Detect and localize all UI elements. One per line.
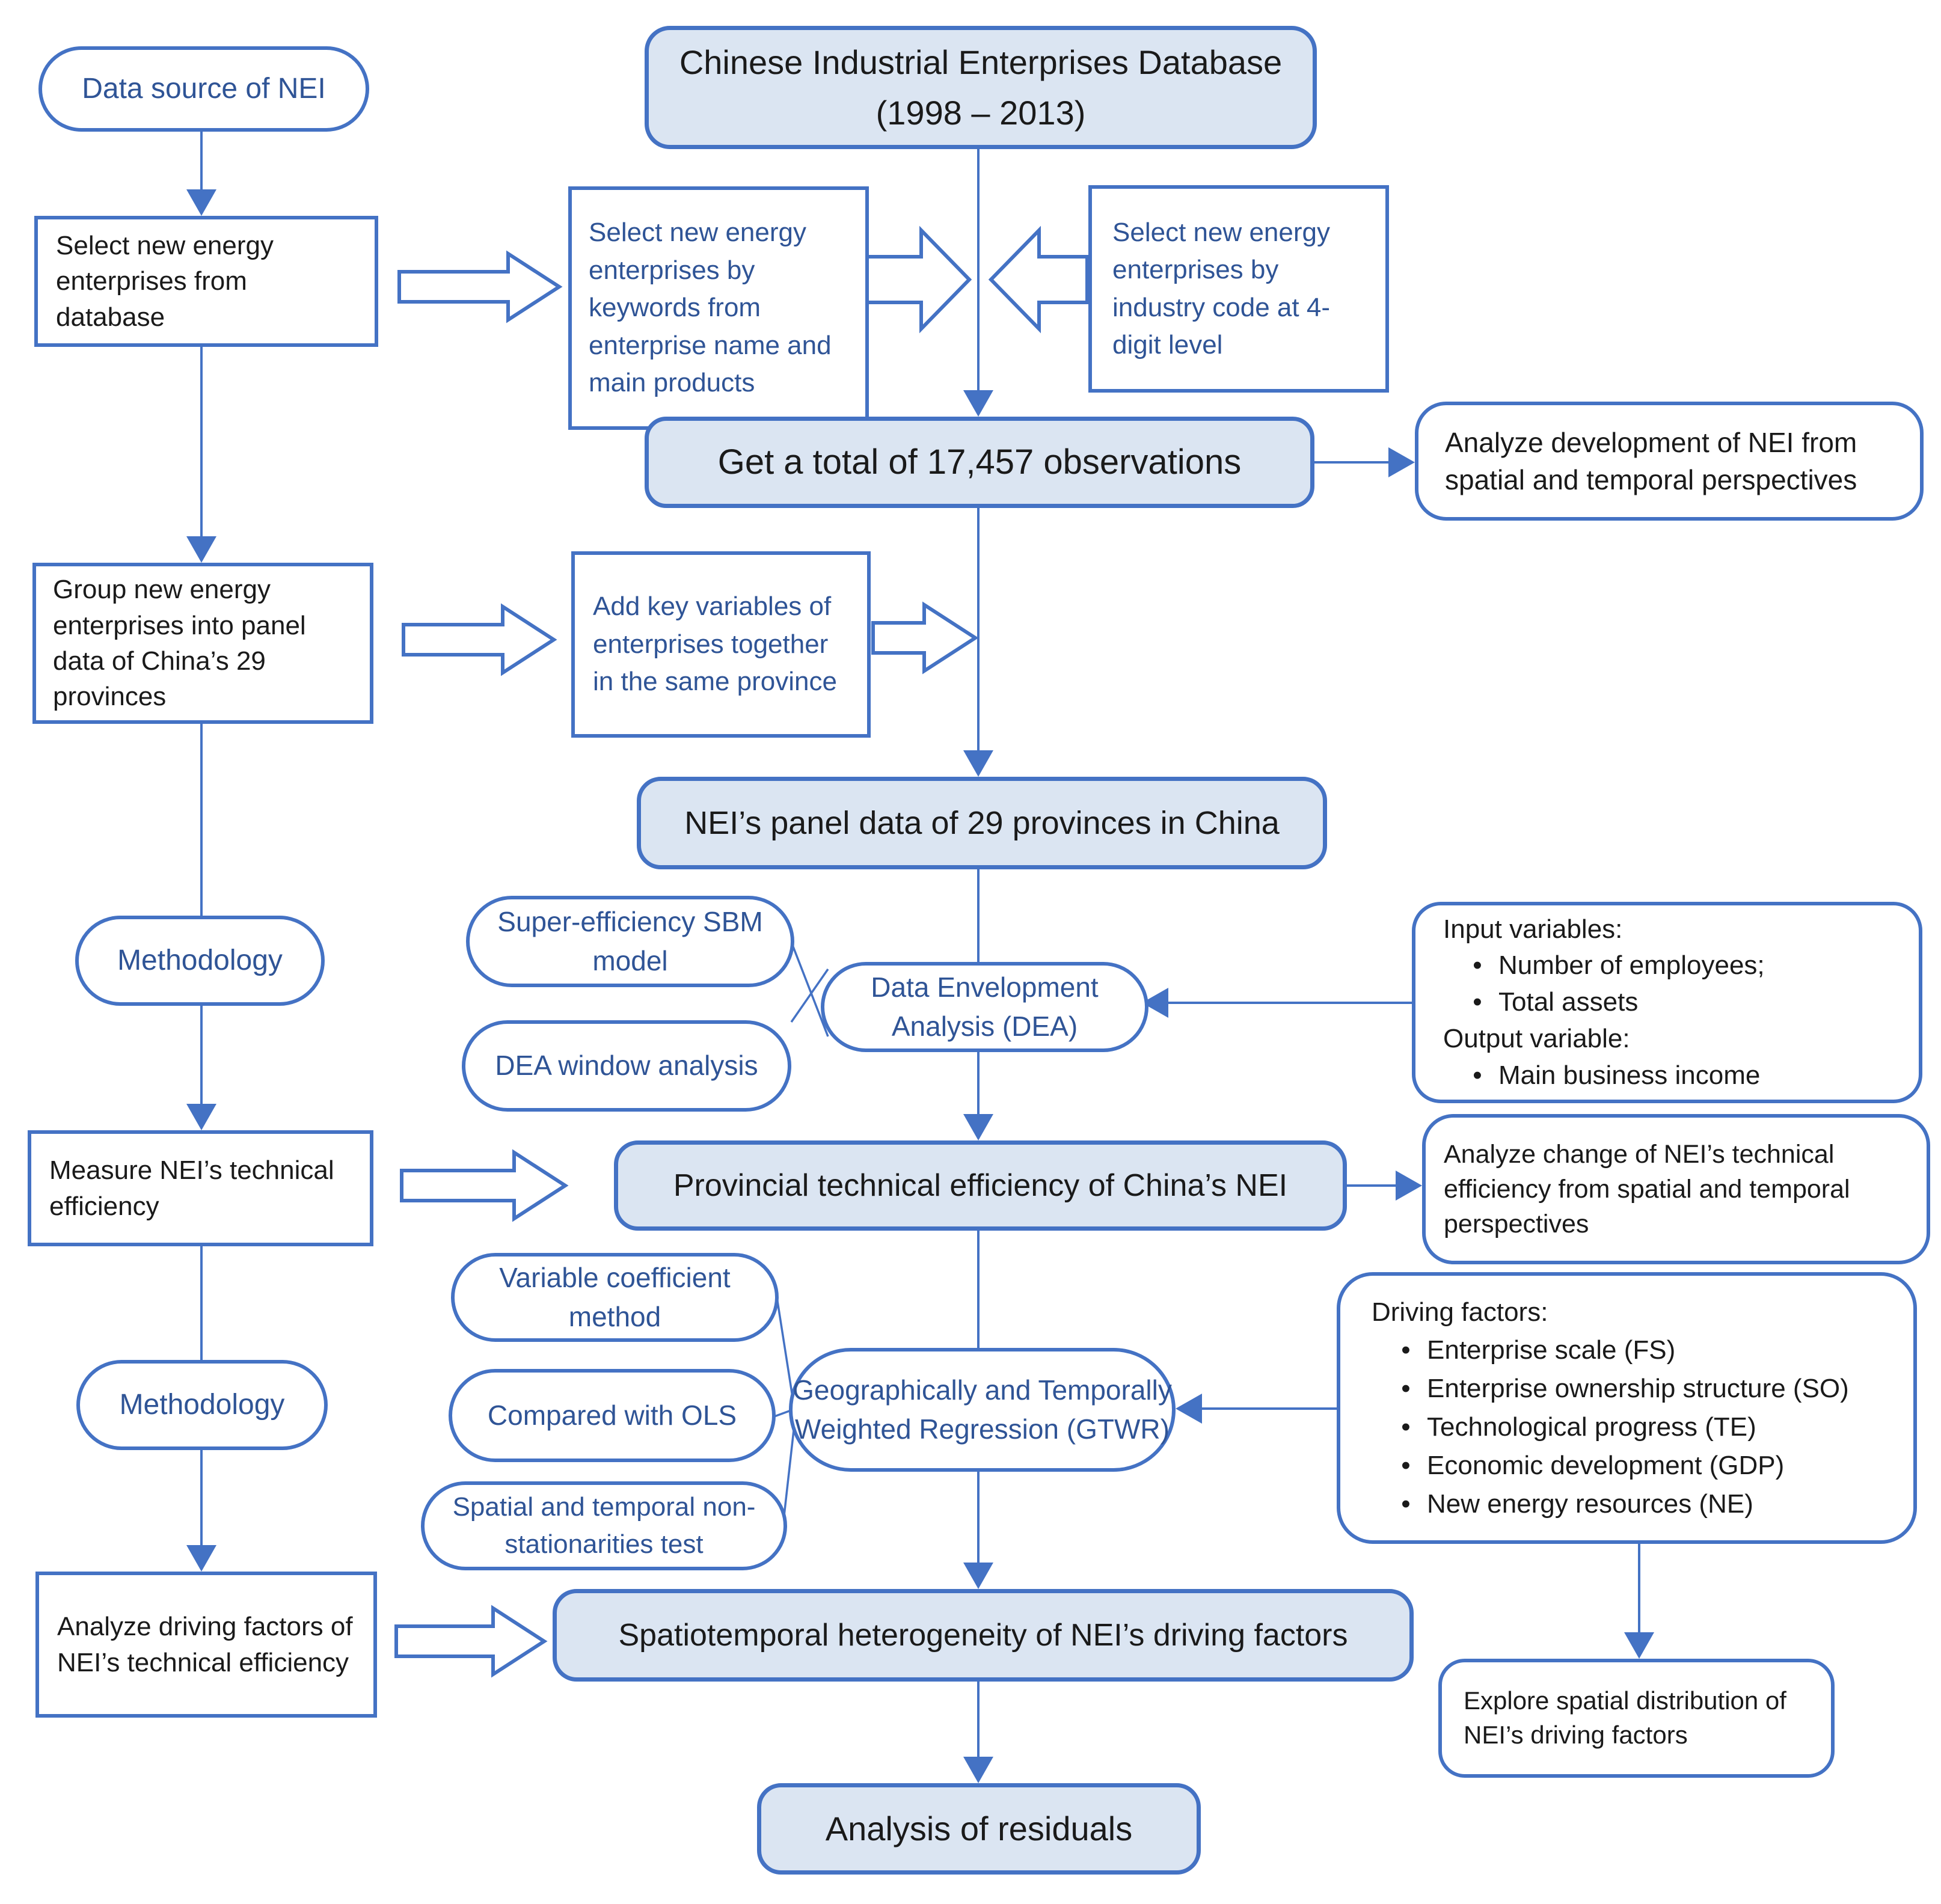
block-arrow-analyzedriving-to-spatiotemporal bbox=[394, 1605, 548, 1678]
driving-factor-item: New energy resources (NE) bbox=[1427, 1489, 1753, 1519]
node-select-by-industry: Select new energy enterprises by industr… bbox=[1088, 185, 1389, 393]
node-dea: Data Envelopment Analysis (DEA) bbox=[821, 962, 1148, 1052]
node-database-line2: (1998 – 2013) bbox=[875, 93, 1086, 132]
arrow-dea-to-provincial bbox=[963, 1052, 993, 1140]
node-data-source: Data source of NEI bbox=[38, 46, 369, 132]
bullet-icon: • bbox=[1473, 950, 1482, 981]
node-add-key-variables-label: Add key variables of enterprises togethe… bbox=[593, 592, 837, 697]
node-variable-coefficient: Variable coefficient method bbox=[451, 1253, 779, 1342]
block-arrow-group-to-addkeyvars bbox=[402, 603, 557, 676]
node-driving-factors: Driving factors: • Enterprise scale (FS)… bbox=[1337, 1272, 1917, 1544]
node-provincial-efficiency: Provincial technical efficiency of China… bbox=[614, 1140, 1347, 1231]
node-group-into-panel: Group new energy enterprises into panel … bbox=[32, 563, 373, 724]
node-dea-label: Data Envelopment Analysis (DEA) bbox=[871, 971, 1099, 1042]
node-analysis-residuals: Analysis of residuals bbox=[757, 1783, 1201, 1875]
node-methodology-1: Methodology bbox=[75, 916, 325, 1006]
bullet-icon: • bbox=[1401, 1374, 1411, 1404]
driving-factors-heading: Driving factors: bbox=[1372, 1297, 1548, 1327]
arrow-datasource-to-selectdb bbox=[186, 132, 216, 216]
arrow-drivingfactors-to-gtwr bbox=[1176, 1394, 1337, 1424]
node-analyze-change: Analyze change of NEI’s technical effici… bbox=[1422, 1114, 1930, 1264]
node-gtwr: Geographically and Temporally Weighted R… bbox=[789, 1348, 1176, 1472]
node-input-output-variables: Input variables: • Number of employees; … bbox=[1412, 902, 1922, 1103]
node-methodology-1-label: Methodology bbox=[117, 944, 283, 976]
node-super-efficiency-sbm: Super-efficiency SBM model bbox=[466, 896, 794, 987]
output-variable-item: Main business income bbox=[1498, 1060, 1761, 1090]
node-spatial-temporal-test: Spatial and temporal non-stationarities … bbox=[421, 1481, 787, 1570]
node-compared-with-ols-label: Compared with OLS bbox=[487, 1399, 737, 1431]
block-arrow-keywords-converge bbox=[860, 225, 972, 334]
driving-factor-item: Enterprise ownership structure (SO) bbox=[1427, 1374, 1849, 1404]
node-gtwr-label: Geographically and Temporally Weighted R… bbox=[793, 1374, 1172, 1445]
bullet-icon: • bbox=[1473, 1060, 1482, 1090]
arrow-inputvars-to-dea bbox=[1142, 988, 1412, 1018]
node-select-from-db-label: Select new energy enterprises from datab… bbox=[56, 230, 274, 332]
node-spatial-temporal-test-label: Spatial and temporal non-stationarities … bbox=[452, 1492, 756, 1559]
node-analyze-change-label: Analyze change of NEI’s technical effici… bbox=[1444, 1139, 1850, 1239]
driving-factor-item: Technological progress (TE) bbox=[1427, 1412, 1756, 1442]
node-analysis-residuals-label: Analysis of residuals bbox=[825, 1810, 1133, 1848]
node-spatiotemporal-heterogeneity-label: Spatiotemporal heterogeneity of NEI’s dr… bbox=[618, 1617, 1348, 1653]
block-arrow-selectdb-to-keywords bbox=[397, 250, 563, 323]
block-arrow-industry-converge bbox=[988, 225, 1089, 334]
bullet-icon: • bbox=[1401, 1450, 1411, 1480]
node-measure-efficiency-label: Measure NEI’s technical efficiency bbox=[49, 1156, 334, 1221]
node-methodology-2-label: Methodology bbox=[119, 1388, 285, 1421]
input-variable-item: Total assets bbox=[1498, 987, 1639, 1017]
node-nei-panel-data: NEI’s panel data of 29 provinces in Chin… bbox=[637, 777, 1327, 869]
node-provincial-efficiency-label: Provincial technical efficiency of China… bbox=[673, 1168, 1288, 1203]
node-database: Chinese Industrial Enterprises Database … bbox=[645, 26, 1317, 149]
node-data-source-label: Data source of NEI bbox=[82, 72, 326, 105]
node-analyze-driving-factors: Analyze driving factors of NEI’s technic… bbox=[35, 1572, 377, 1718]
node-database-line1: Chinese Industrial Enterprises Database bbox=[679, 43, 1283, 81]
arrow-methodology1-to-measure bbox=[186, 1006, 216, 1130]
node-select-from-db: Select new energy enterprises from datab… bbox=[34, 216, 378, 347]
block-arrow-addkeyvars-to-spine bbox=[871, 601, 979, 675]
driving-factor-item: Enterprise scale (FS) bbox=[1427, 1335, 1676, 1365]
bullet-icon: • bbox=[1401, 1412, 1411, 1442]
node-variable-coefficient-label: Variable coefficient method bbox=[499, 1261, 731, 1332]
node-methodology-2: Methodology bbox=[76, 1360, 328, 1450]
bullet-icon: • bbox=[1473, 987, 1482, 1017]
arrow-gettotal-to-neipanel bbox=[963, 508, 993, 777]
input-variable-item: Number of employees; bbox=[1498, 950, 1765, 981]
node-get-total-label: Get a total of 17,457 observations bbox=[717, 442, 1242, 482]
arrow-selectdb-to-group bbox=[186, 347, 216, 563]
line-deawindow-to-dea bbox=[790, 969, 829, 1023]
node-compared-with-ols: Compared with OLS bbox=[449, 1369, 776, 1462]
node-super-efficiency-sbm-label: Super-efficiency SBM model bbox=[497, 905, 763, 976]
arrow-database-to-gettotal bbox=[963, 149, 993, 417]
node-explore-spatial: Explore spatial distribution of NEI’s dr… bbox=[1438, 1659, 1835, 1778]
node-analyze-development-label: Analyze development of NEI from spatial … bbox=[1445, 426, 1857, 495]
node-select-by-keywords: Select new energy enterprises by keyword… bbox=[568, 186, 869, 430]
arrow-methodology2-to-analyzedriving bbox=[186, 1450, 216, 1572]
arrow-gtwr-to-spatiotemporal bbox=[963, 1472, 993, 1589]
arrow-gettotal-to-analyzedev bbox=[1314, 447, 1415, 477]
node-group-into-panel-label: Group new energy enterprises into panel … bbox=[53, 575, 306, 712]
node-get-total: Get a total of 17,457 observations bbox=[645, 417, 1314, 508]
bullet-icon: • bbox=[1401, 1335, 1411, 1365]
output-variable-heading: Output variable: bbox=[1443, 1023, 1630, 1053]
node-analyze-driving-factors-label: Analyze driving factors of NEI’s technic… bbox=[57, 1612, 353, 1677]
node-dea-window: DEA window analysis bbox=[462, 1020, 791, 1112]
line-sbm-to-dea bbox=[791, 944, 829, 1037]
node-explore-spatial-label: Explore spatial distribution of NEI’s dr… bbox=[1464, 1686, 1786, 1749]
node-nei-panel-data-label: NEI’s panel data of 29 provinces in Chin… bbox=[684, 804, 1280, 841]
bullet-icon: • bbox=[1401, 1489, 1411, 1519]
node-select-by-keywords-label: Select new energy enterprises by keyword… bbox=[589, 218, 832, 398]
node-select-by-industry-label: Select new energy enterprises by industr… bbox=[1112, 217, 1330, 360]
node-analyze-development: Analyze development of NEI from spatial … bbox=[1415, 402, 1924, 521]
driving-factor-item: Economic development (GDP) bbox=[1427, 1450, 1785, 1480]
arrow-spatiotemporal-to-residuals bbox=[963, 1682, 993, 1783]
arrow-drivingfactors-to-explore bbox=[1624, 1544, 1654, 1659]
input-variables-heading: Input variables: bbox=[1443, 914, 1623, 944]
node-add-key-variables: Add key variables of enterprises togethe… bbox=[571, 551, 871, 738]
arrow-provincial-to-analyzechange bbox=[1347, 1171, 1422, 1201]
node-dea-window-label: DEA window analysis bbox=[495, 1050, 758, 1082]
node-measure-efficiency: Measure NEI’s technical efficiency bbox=[28, 1130, 373, 1246]
block-arrow-measure-to-provincial bbox=[400, 1149, 569, 1222]
node-spatiotemporal-heterogeneity: Spatiotemporal heterogeneity of NEI’s dr… bbox=[553, 1589, 1414, 1682]
